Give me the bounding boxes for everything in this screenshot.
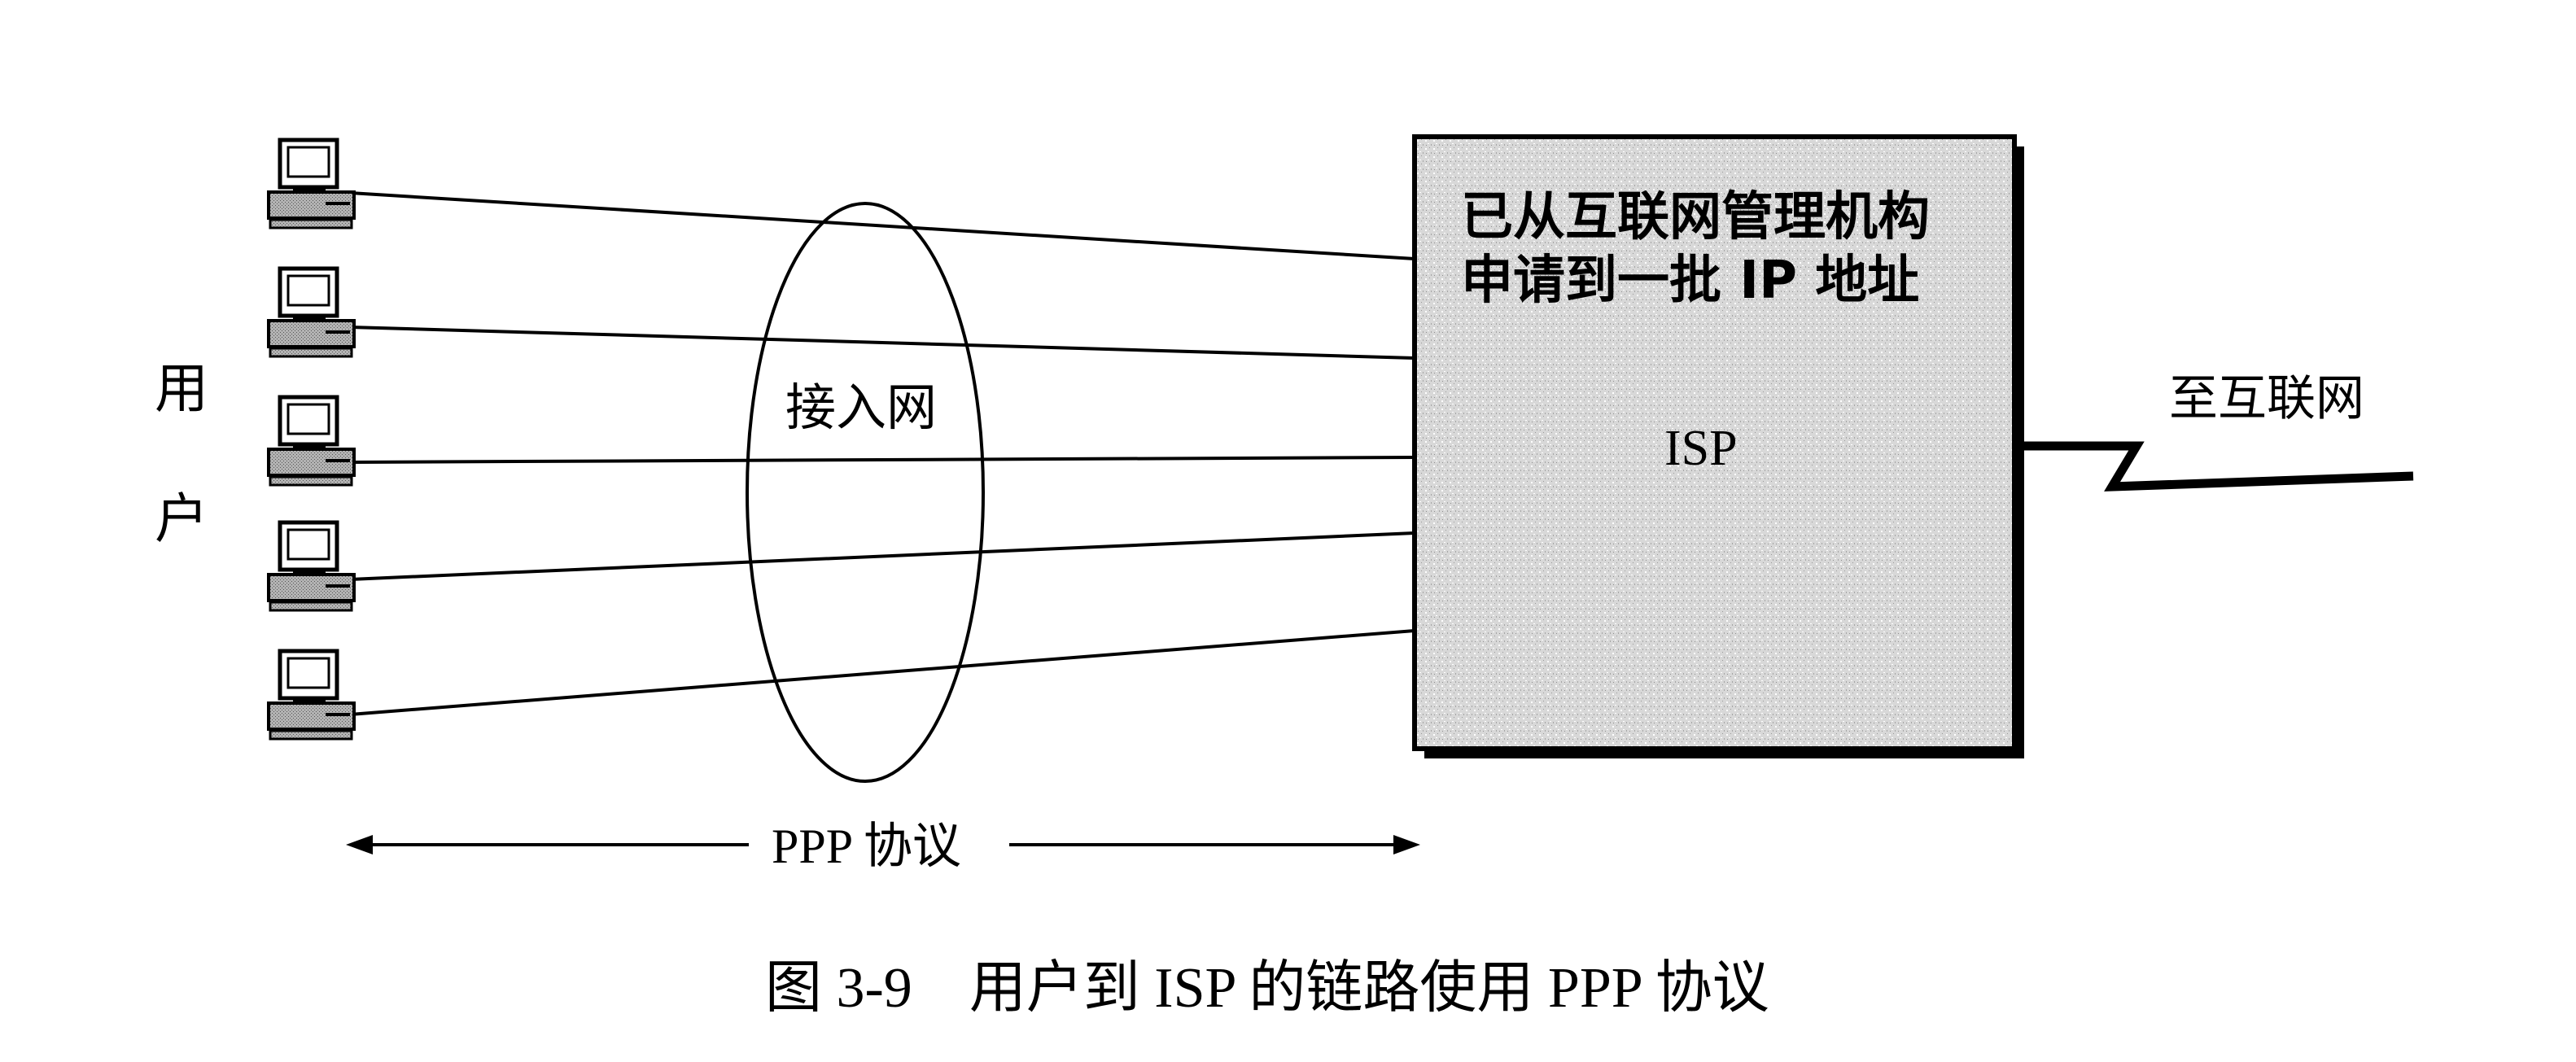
figure-caption-text: 用户到 ISP 的链路使用 PPP 协议 [969,957,1769,1020]
computer-icon [269,269,354,356]
arrowhead-right-icon [1393,835,1420,854]
ppp-protocol-label: PPP 协议 [772,819,961,873]
access-network-ellipse [746,202,985,783]
internet-label: 至互联网 [2169,370,2364,427]
computer-icon [269,651,354,739]
user-link-line [349,456,1415,464]
computer-icon [269,522,354,610]
user-link-line [349,326,1415,360]
isp-label: ISP [1664,421,1738,476]
arrowhead-left-icon [346,835,373,854]
isp-caption: 已从互联网管理机构 申请到一批 IP 地址 [1461,186,1930,312]
internet-link [2014,441,2414,492]
computer-icon [269,397,354,485]
user-link-line [349,191,1415,260]
user-link-line [349,629,1415,716]
figure-caption: 图 3-9 用户到 ISP 的链路使用 PPP 协议 [765,960,1769,1017]
computer-icon [269,140,354,228]
isp-caption-line: 申请到一批 IP 地址 [1461,251,1920,312]
isp-caption-line: 已从互联网管理机构 [1461,187,1930,247]
user-link-line [349,531,1415,581]
isp-box [1412,134,2017,751]
user-label-char: 户 [155,487,208,550]
user-label-char: 用 [155,357,208,420]
figure-number: 图 3-9 [765,957,912,1020]
access-network-label: 接入网 [785,378,938,437]
